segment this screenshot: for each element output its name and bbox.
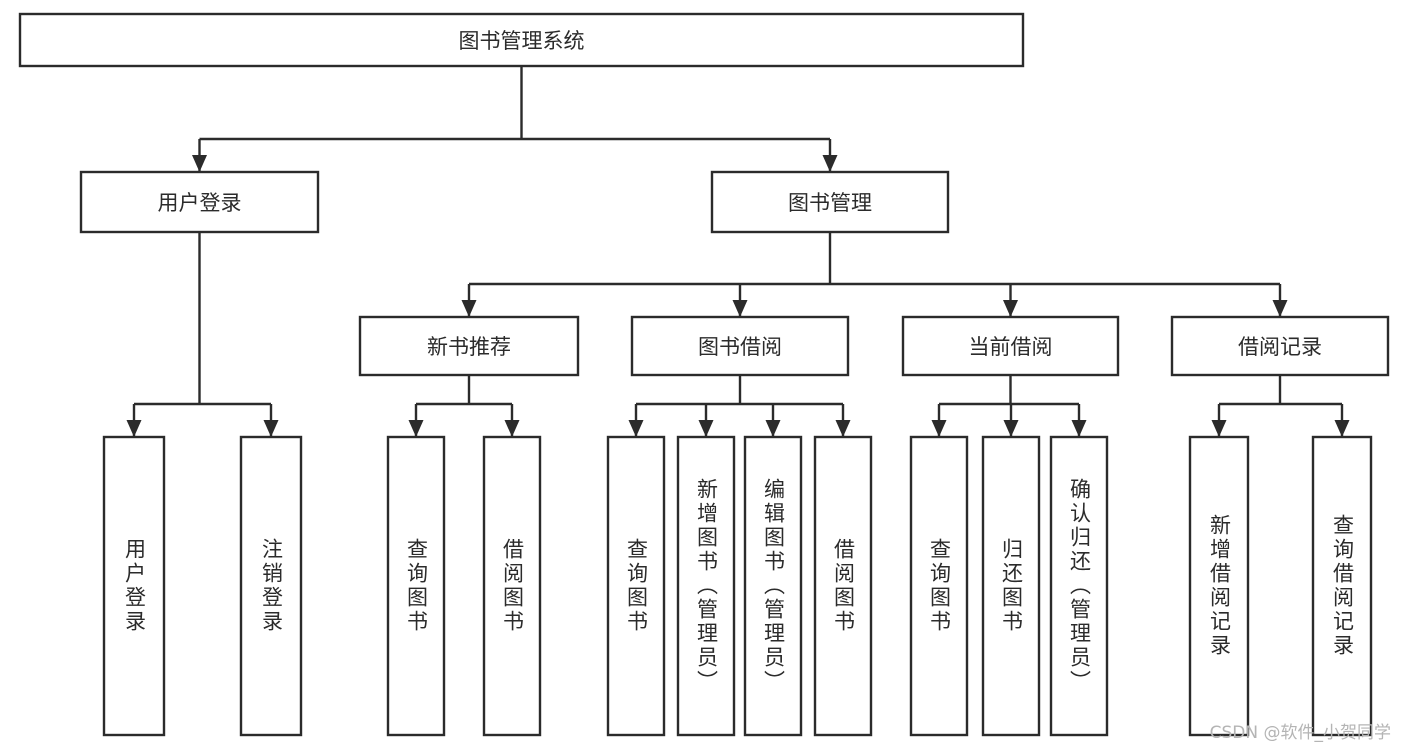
arrow-head-icon [504,420,520,437]
node-box-current-borrow[interactable] [901,315,1120,377]
node-box-user-login[interactable] [79,170,320,234]
arrow-head-icon [822,155,838,172]
arrow-head-icon [192,155,207,172]
arrow-head-icon [1334,420,1350,437]
node-box-leaf-borrow-book-recommend[interactable] [482,435,542,737]
arrow-head-icon [1272,300,1288,317]
arrow-head-icon [1071,420,1087,437]
arrow-head-icon [765,420,781,437]
arrow-head-icon [126,420,142,437]
node-box-book-manage[interactable] [710,170,950,234]
node-box-leaf-user-login[interactable] [102,435,166,737]
arrow-head-icon [1003,300,1018,317]
node-box-leaf-query-book-current[interactable] [909,435,969,737]
arrow-head-icon [835,420,851,437]
arrow-head-icon [263,420,279,437]
arrow-head-icon [1211,420,1227,437]
node-box-leaf-query-borrow-record[interactable] [1311,435,1373,737]
node-box-leaf-query-book-borrow[interactable] [606,435,666,737]
arrow-head-icon [408,420,424,437]
node-box-leaf-add-book-admin[interactable] [676,435,736,737]
arrow-head-icon [1003,420,1019,437]
node-box-leaf-edit-book-admin[interactable] [743,435,803,737]
arrow-head-icon [732,300,748,317]
node-box-leaf-query-book-recommend[interactable] [386,435,446,737]
node-box-leaf-return-book[interactable] [981,435,1041,737]
node-box-leaf-logout-login[interactable] [239,435,303,737]
node-box-leaf-borrow-book[interactable] [813,435,873,737]
connector-layer [126,66,1350,437]
arrow-head-icon [461,300,477,317]
node-layer [18,12,1390,737]
node-box-leaf-confirm-return-admin[interactable] [1049,435,1109,737]
arrow-head-icon [698,420,714,437]
arrow-head-icon [628,420,644,437]
node-box-root[interactable] [18,12,1025,68]
node-box-new-book-recommend[interactable] [358,315,580,377]
node-box-book-borrow[interactable] [630,315,850,377]
arrow-head-icon [931,420,947,437]
node-box-leaf-add-borrow-record[interactable] [1188,435,1250,737]
node-box-borrow-record[interactable] [1170,315,1390,377]
